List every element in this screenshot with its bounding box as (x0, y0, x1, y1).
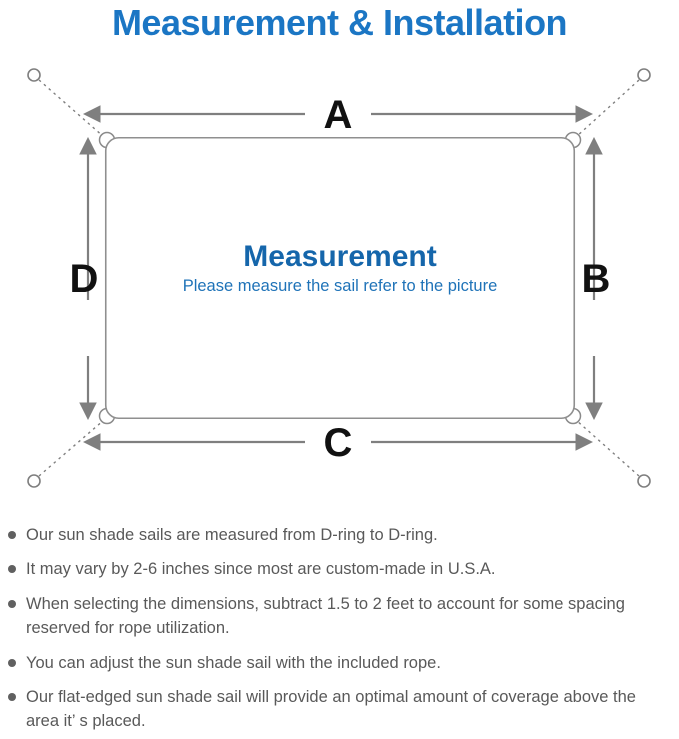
list-item: Our sun shade sails are measured from D-… (8, 523, 667, 547)
measurement-diagram: A C D B Measurement Please measure the s… (0, 52, 679, 507)
sail-diagram-svg: A C D B Measurement Please measure the s… (27, 68, 651, 488)
note-text: It may vary by 2-6 inches since most are… (26, 560, 496, 579)
anchor-ring-top-right (637, 68, 651, 82)
anchor-ring-bottom-right (637, 474, 651, 488)
bullet-icon (8, 565, 16, 574)
measurement-notes-list: Our sun shade sails are measured from D-… (0, 507, 679, 734)
rope-line-top-left (38, 79, 105, 138)
note-text: Our flat-edged sun shade sail will provi… (26, 688, 636, 731)
dimension-label-d: D (70, 257, 99, 301)
sail-outline (104, 136, 576, 420)
anchor-ring-bottom-left (27, 474, 41, 488)
note-text: When selecting the dimensions, subtract … (26, 594, 625, 638)
list-item: Our flat-edged sun shade sail will provi… (8, 685, 667, 734)
list-item: You can adjust the sun shade sail with t… (8, 651, 667, 675)
dimension-label-b: B (582, 257, 611, 301)
list-item: When selecting the dimensions, subtract … (8, 592, 667, 641)
note-text: Our sun shade sails are measured from D-… (26, 526, 438, 544)
diagram-subtext: Please measure the sail refer to the pic… (183, 277, 498, 295)
anchor-ring-top-left (27, 68, 41, 82)
rope-line-top-right (575, 79, 640, 138)
bullet-icon (8, 658, 16, 667)
list-item: It may vary by 2-6 inches since most are… (8, 557, 667, 581)
diagram-heading: Measurement (243, 240, 436, 273)
dimension-label-c: C (324, 421, 353, 465)
bullet-icon (8, 599, 16, 608)
page-title: Measurement & Installation (111, 2, 568, 43)
bullet-icon (8, 531, 16, 539)
rope-line-bottom-right (575, 419, 640, 477)
bullet-icon (8, 693, 16, 702)
rope-line-bottom-left (38, 419, 105, 477)
dimension-label-a: A (324, 93, 353, 137)
note-text: You can adjust the sun shade sail with t… (26, 653, 441, 672)
